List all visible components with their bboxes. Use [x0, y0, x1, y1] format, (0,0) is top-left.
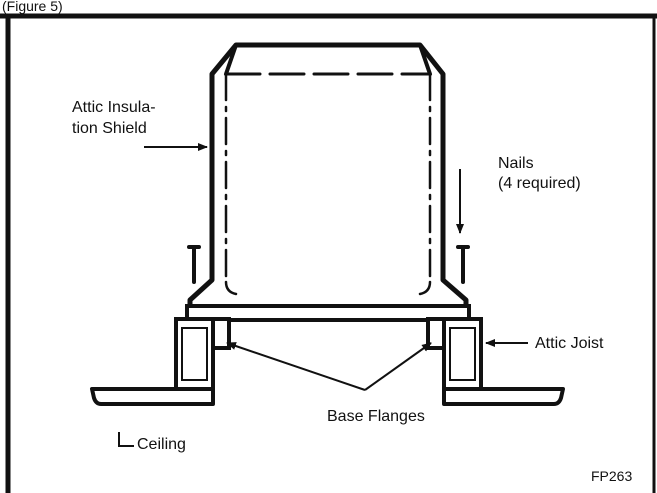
nail-right: [456, 245, 470, 284]
ceiling-right: [442, 387, 565, 406]
attic-joist-right: [442, 317, 483, 391]
figure-caption-fragment: (Figure 5): [2, 0, 63, 14]
attic-joist-left: [174, 317, 215, 391]
ceiling-label: Ceiling: [137, 436, 186, 453]
nails-label-line-2: (4 required): [498, 175, 581, 192]
attic-joist-label: Attic Joist: [535, 335, 604, 352]
attic-insulation-shield-label-line-2: tion Shield: [72, 120, 147, 137]
base-plate: [185, 304, 471, 322]
attic-insulation-shield: [187, 42, 469, 310]
figure-frame: [0, 13, 657, 493]
base-flanges-label: Base Flanges: [327, 408, 425, 425]
nails-label-line-1: Nails: [498, 155, 534, 172]
nail-left: [187, 245, 201, 284]
callout-lines: [118, 143, 528, 447]
attic-insulation-shield-label-line-1: Attic Insula-: [72, 99, 156, 116]
base-flange-left: [211, 317, 231, 350]
ceiling-left: [90, 387, 215, 406]
figure-code-label: FP263: [591, 468, 632, 484]
